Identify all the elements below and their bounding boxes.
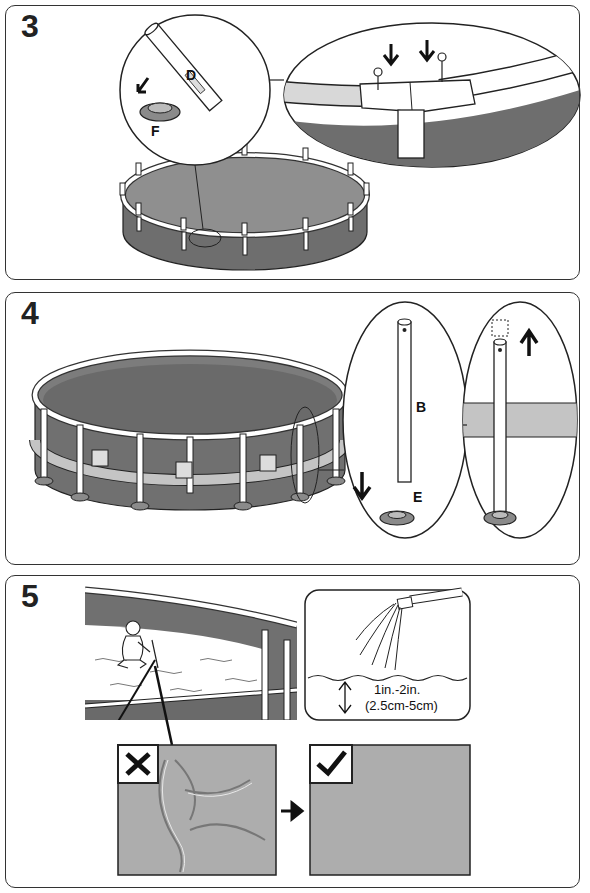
wrinkle-comparison [118,745,470,875]
step-number: 5 [21,580,39,612]
callout-beam-joint [284,23,580,170]
step-number: 3 [21,10,39,42]
step-number: 4 [21,297,39,329]
part-letter: B [416,400,426,415]
dimension-label: 1in.-2in. [374,683,420,697]
pool-fill-view [85,585,297,720]
callout-leg-pushed [455,302,585,538]
step-panel: 3 [5,5,580,280]
callout-leg-insert [343,302,467,538]
hose-callout [305,590,470,720]
person [118,621,150,668]
step-panel: 4 [5,292,580,565]
part-letter: F [151,124,160,139]
pool-step3 [120,143,369,270]
part-letter: D [186,68,196,83]
step-panel: 5 [5,575,580,888]
dimension-label: (2.5cm-5cm) [365,699,438,713]
part-letter: E [413,490,422,505]
pool-step4 [35,353,345,510]
callout-post-top [120,15,284,229]
